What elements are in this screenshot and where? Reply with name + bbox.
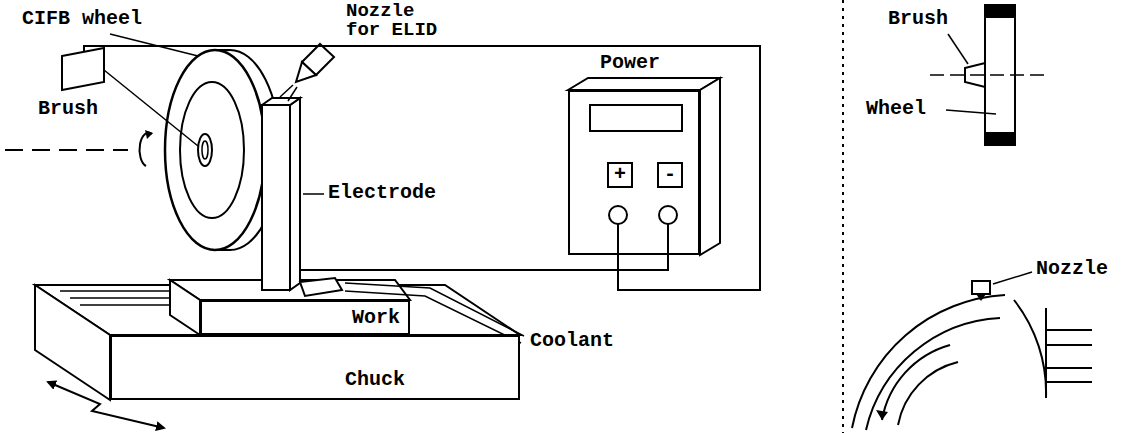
wire (301, 224, 668, 270)
label-holder: Wheel (866, 98, 926, 120)
workpiece-block: Work (200, 300, 410, 335)
power-top (568, 78, 720, 90)
label-holder: Coolant (530, 330, 614, 352)
part-label: CIFB wheel (22, 8, 142, 30)
wheel-front (165, 50, 265, 250)
power-display (590, 105, 682, 131)
divider-line (842, 0, 844, 433)
work-side (170, 280, 200, 335)
wheel-rim (985, 5, 1015, 18)
terminal-box: + (607, 162, 633, 188)
rotation-arc (882, 345, 950, 420)
wheel-rim (985, 132, 1015, 145)
electrode-lead (1046, 329, 1092, 331)
nozzle-small (972, 281, 990, 294)
power-side (700, 78, 720, 255)
wheel-bore (202, 141, 208, 159)
box-label: Work (352, 308, 400, 328)
leader-line (948, 34, 968, 64)
part-label: Nozzle for ELID (346, 2, 458, 40)
brush-contact-line (104, 70, 198, 146)
electrode-top (262, 98, 300, 105)
rotation-arrow-head (145, 130, 153, 139)
device-label: Power (600, 52, 660, 74)
label-holder: CIFB wheel (22, 8, 142, 30)
label-holder: Nozzle (1036, 258, 1108, 280)
nozzle-small-tip (976, 294, 986, 301)
rail-line (70, 297, 178, 299)
leader-line (946, 110, 996, 114)
elid-nozzle-tip (296, 62, 316, 82)
part-label: Nozzle (1036, 258, 1108, 280)
rotation-arc (898, 362, 958, 425)
axis-line (930, 74, 1048, 76)
part-label: Electrode (328, 182, 436, 204)
box-label: + (614, 165, 626, 185)
electrode-side (290, 98, 300, 290)
label-holder: Nozzle for ELID (346, 2, 458, 40)
chuck-block: Chuck (110, 335, 520, 400)
coolant-nozzle (300, 278, 342, 296)
rotation-arrow-head (876, 410, 888, 420)
part-label: Wheel (866, 98, 926, 120)
part-label: Coolant (530, 330, 614, 352)
leader-line (303, 193, 324, 195)
electrode-lead (1046, 344, 1092, 346)
axis-line (5, 149, 128, 151)
electrode-lead (1046, 367, 1092, 369)
electrode-lead (1046, 381, 1092, 383)
wheel-arc (866, 318, 1000, 430)
electrode-arc (1014, 300, 1046, 398)
spray-line (288, 87, 297, 101)
wheel-arc (852, 295, 1005, 428)
wheel-hub (198, 134, 212, 166)
chuck-side (35, 285, 110, 400)
label-holder: Brush (888, 8, 948, 30)
brush-plate (62, 48, 104, 90)
wheel-inner (180, 82, 244, 218)
terminal-socket (659, 206, 677, 224)
power-supply-box: Power+- (568, 90, 700, 255)
terminal-socket (609, 206, 627, 224)
leader-line (993, 272, 1032, 284)
electrode-plate (262, 105, 290, 290)
part-label: Brush (888, 8, 948, 30)
box-label: - (664, 165, 676, 185)
electrode-back (1045, 308, 1047, 398)
label-holder: Electrode (328, 182, 436, 204)
box-label: Chuck (345, 370, 405, 390)
rail-line (60, 290, 172, 292)
part-label: Brush (38, 98, 98, 120)
rotation-arrow (140, 133, 152, 166)
wire (84, 46, 760, 290)
label-holder: Brush (38, 98, 98, 120)
terminal-box: - (657, 162, 683, 188)
